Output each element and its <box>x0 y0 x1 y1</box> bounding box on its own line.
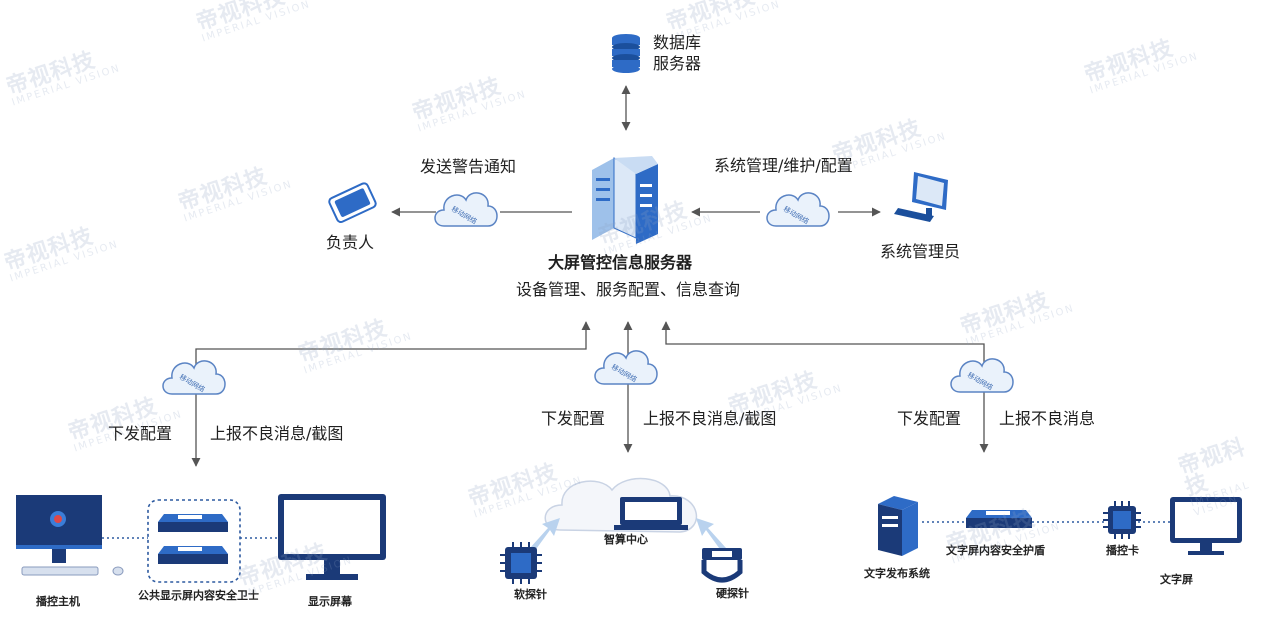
control-card-chip-icon <box>1103 501 1141 539</box>
cloud-right-icon <box>950 358 1014 393</box>
text-screen-label: 文字屏 <box>1160 573 1193 586</box>
screen-label: 显示屏幕 <box>308 595 352 608</box>
host-label: 播控主机 <box>36 595 80 608</box>
cloud-warning-icon <box>434 192 498 227</box>
left-up-label: 上报不良消息/截图 <box>210 424 344 443</box>
computing-center-label: 智算中心 <box>604 533 648 546</box>
center-up-label: 上报不良消息/截图 <box>643 409 777 428</box>
admin-computer-icon <box>894 172 948 222</box>
soft-probe-label: 软探针 <box>514 588 547 601</box>
right-up-label: 上报不良消息 <box>999 409 1096 428</box>
publish-system-server-icon <box>878 496 918 556</box>
center-down-label: 下发配置 <box>541 409 606 428</box>
server-rack-icon <box>592 156 658 244</box>
left-down-label: 下发配置 <box>108 424 173 443</box>
cloud-center-icon <box>594 350 658 385</box>
hard-probe-label: 硬探针 <box>716 587 749 600</box>
hard-probe-icon <box>701 548 743 583</box>
display-screen-icon <box>278 494 386 580</box>
server-subtitle: 设备管理、服务配置、信息查询 <box>516 280 741 299</box>
management-label: 系统管理/维护/配置 <box>714 156 853 175</box>
computing-cloud-icon <box>544 477 698 533</box>
database-icon <box>612 34 640 73</box>
database-label-line2: 服务器 <box>653 54 702 73</box>
soft-probe-chip-icon <box>500 542 542 584</box>
connection-lines <box>191 85 989 467</box>
control-card-label: 播控卡 <box>1106 544 1139 557</box>
server-title: 大屏管控信息服务器 <box>548 253 693 272</box>
security-guard-device-icon <box>147 499 241 583</box>
text-screen-icon <box>1170 497 1242 555</box>
tablet-icon <box>328 182 377 224</box>
dotted-connectors <box>102 521 1170 539</box>
publish-system-label: 文字发布系统 <box>864 567 930 580</box>
host-monitor-icon <box>16 495 124 576</box>
database-label-line1: 数据库 <box>653 33 702 52</box>
owner-label: 负责人 <box>326 233 375 252</box>
cloud-admin-icon <box>766 192 830 227</box>
right-down-label: 下发配置 <box>897 409 962 428</box>
text-shield-device-icon <box>966 510 1032 528</box>
shield-label: 文字屏内容安全护盾 <box>946 544 1045 557</box>
guard-label: 公共显示屏内容安全卫士 <box>138 589 259 602</box>
cloud-left-icon <box>162 360 226 395</box>
admin-label: 系统管理员 <box>880 242 961 261</box>
warning-label: 发送警告通知 <box>420 157 517 176</box>
probe-arrows <box>530 518 726 552</box>
